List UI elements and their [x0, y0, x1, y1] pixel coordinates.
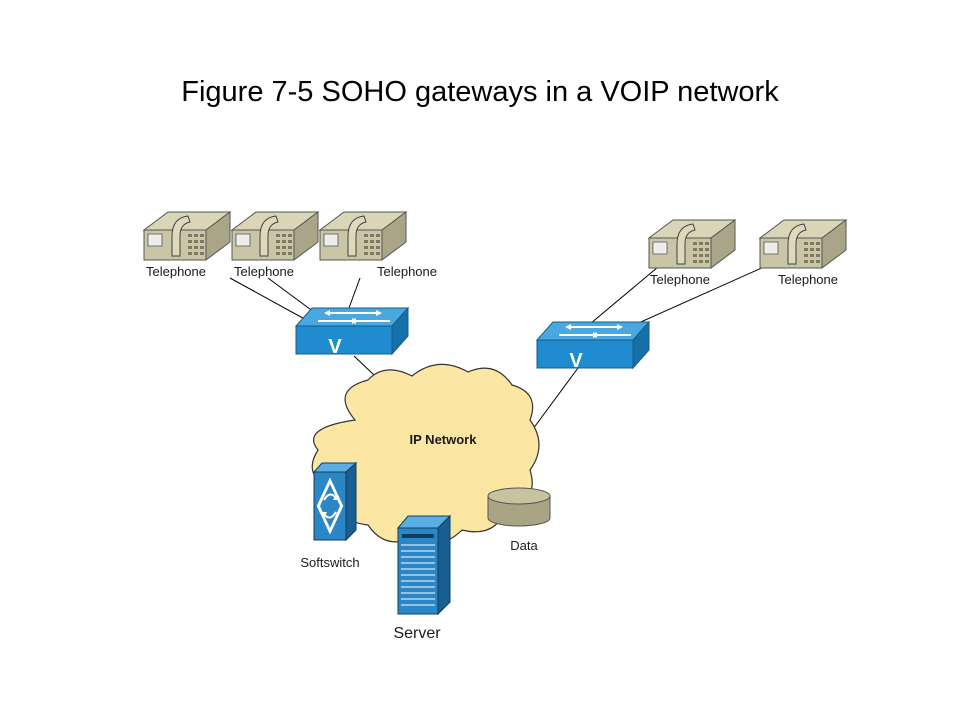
data-store: Data — [487, 487, 551, 553]
softswitch: Softswitch — [300, 461, 360, 570]
telephone-icon — [648, 219, 736, 269]
telephone-label: Telephone — [234, 264, 294, 279]
telephone-icon — [231, 211, 319, 261]
softswitch-icon — [312, 461, 358, 542]
telephone-label: Telephone — [146, 264, 206, 279]
telephone-icon — [143, 211, 231, 261]
voice-gateway-2: V — [536, 321, 650, 372]
telephone-icon — [759, 219, 847, 269]
softswitch-label: Softswitch — [300, 555, 359, 570]
ip-network-label: IP Network — [410, 432, 478, 447]
telephone-3: Telephone — [319, 211, 437, 279]
diagram-title: Figure 7-5 SOHO gateways in a VOIP netwo… — [181, 76, 779, 108]
ip-network-cloud: IP Network — [311, 363, 540, 545]
data-label: Data — [510, 538, 538, 553]
telephone-4: Telephone — [648, 219, 736, 287]
gateway-letter: V — [569, 350, 583, 372]
database-icon — [487, 487, 551, 527]
telephone-label: Telephone — [778, 272, 838, 287]
link-phone-1-gateway — [229, 277, 311, 323]
telephone-label: Telephone — [650, 272, 710, 287]
server-label: Server — [393, 625, 441, 642]
telephone-2: Telephone — [231, 211, 319, 279]
voice-switch-icon — [536, 321, 650, 369]
telephone-label: Telephone — [377, 264, 437, 279]
link-gateway-2-cloud — [529, 367, 579, 434]
server: Server — [393, 514, 452, 642]
server-icon — [396, 514, 452, 616]
telephone-1: Telephone — [143, 211, 231, 279]
gateway-letter: V — [328, 336, 342, 358]
telephone-icon — [319, 211, 407, 261]
voice-gateway-1: V — [295, 307, 409, 358]
voice-switch-icon — [295, 307, 409, 355]
telephone-5: Telephone — [759, 219, 847, 287]
